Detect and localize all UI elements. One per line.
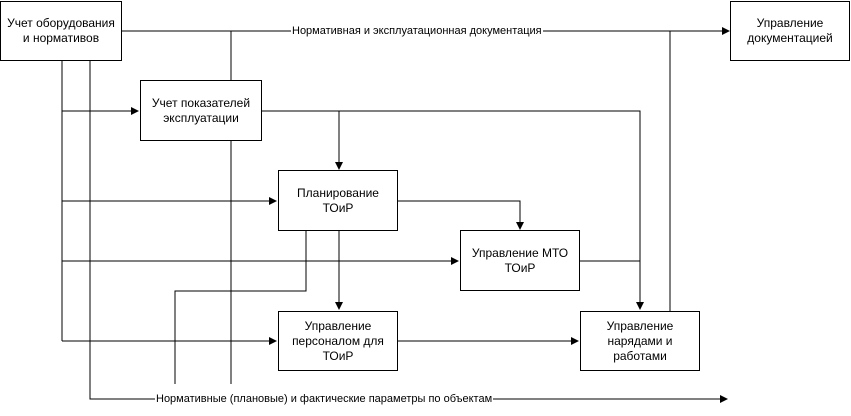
node-mto[interactable]: Управление МТО ТОиР (460, 230, 580, 291)
label-docs-flow: Нормативная и эксплуатационная документа… (291, 25, 543, 38)
label-params-flow: Нормативные (плановые) и фактические пар… (155, 393, 494, 406)
edge-planning-to-mto (398, 200, 524, 230)
edge-indicators-to-orders (262, 110, 644, 310)
node-planning[interactable]: Планирование ТОиР (278, 170, 398, 231)
node-docs[interactable]: Управление документацией (730, 1, 850, 61)
node-orders[interactable]: Управление нарядами и работами (580, 311, 700, 371)
node-personnel[interactable]: Управление персоналом для ТОиР (278, 311, 398, 371)
edge-planning-to-params (174, 231, 307, 384)
node-indicators[interactable]: Учет показателей эксплуатации (140, 80, 262, 141)
edge-params-flow (89, 61, 728, 403)
node-equipment[interactable]: Учет оборудования и нормативов (0, 1, 122, 61)
